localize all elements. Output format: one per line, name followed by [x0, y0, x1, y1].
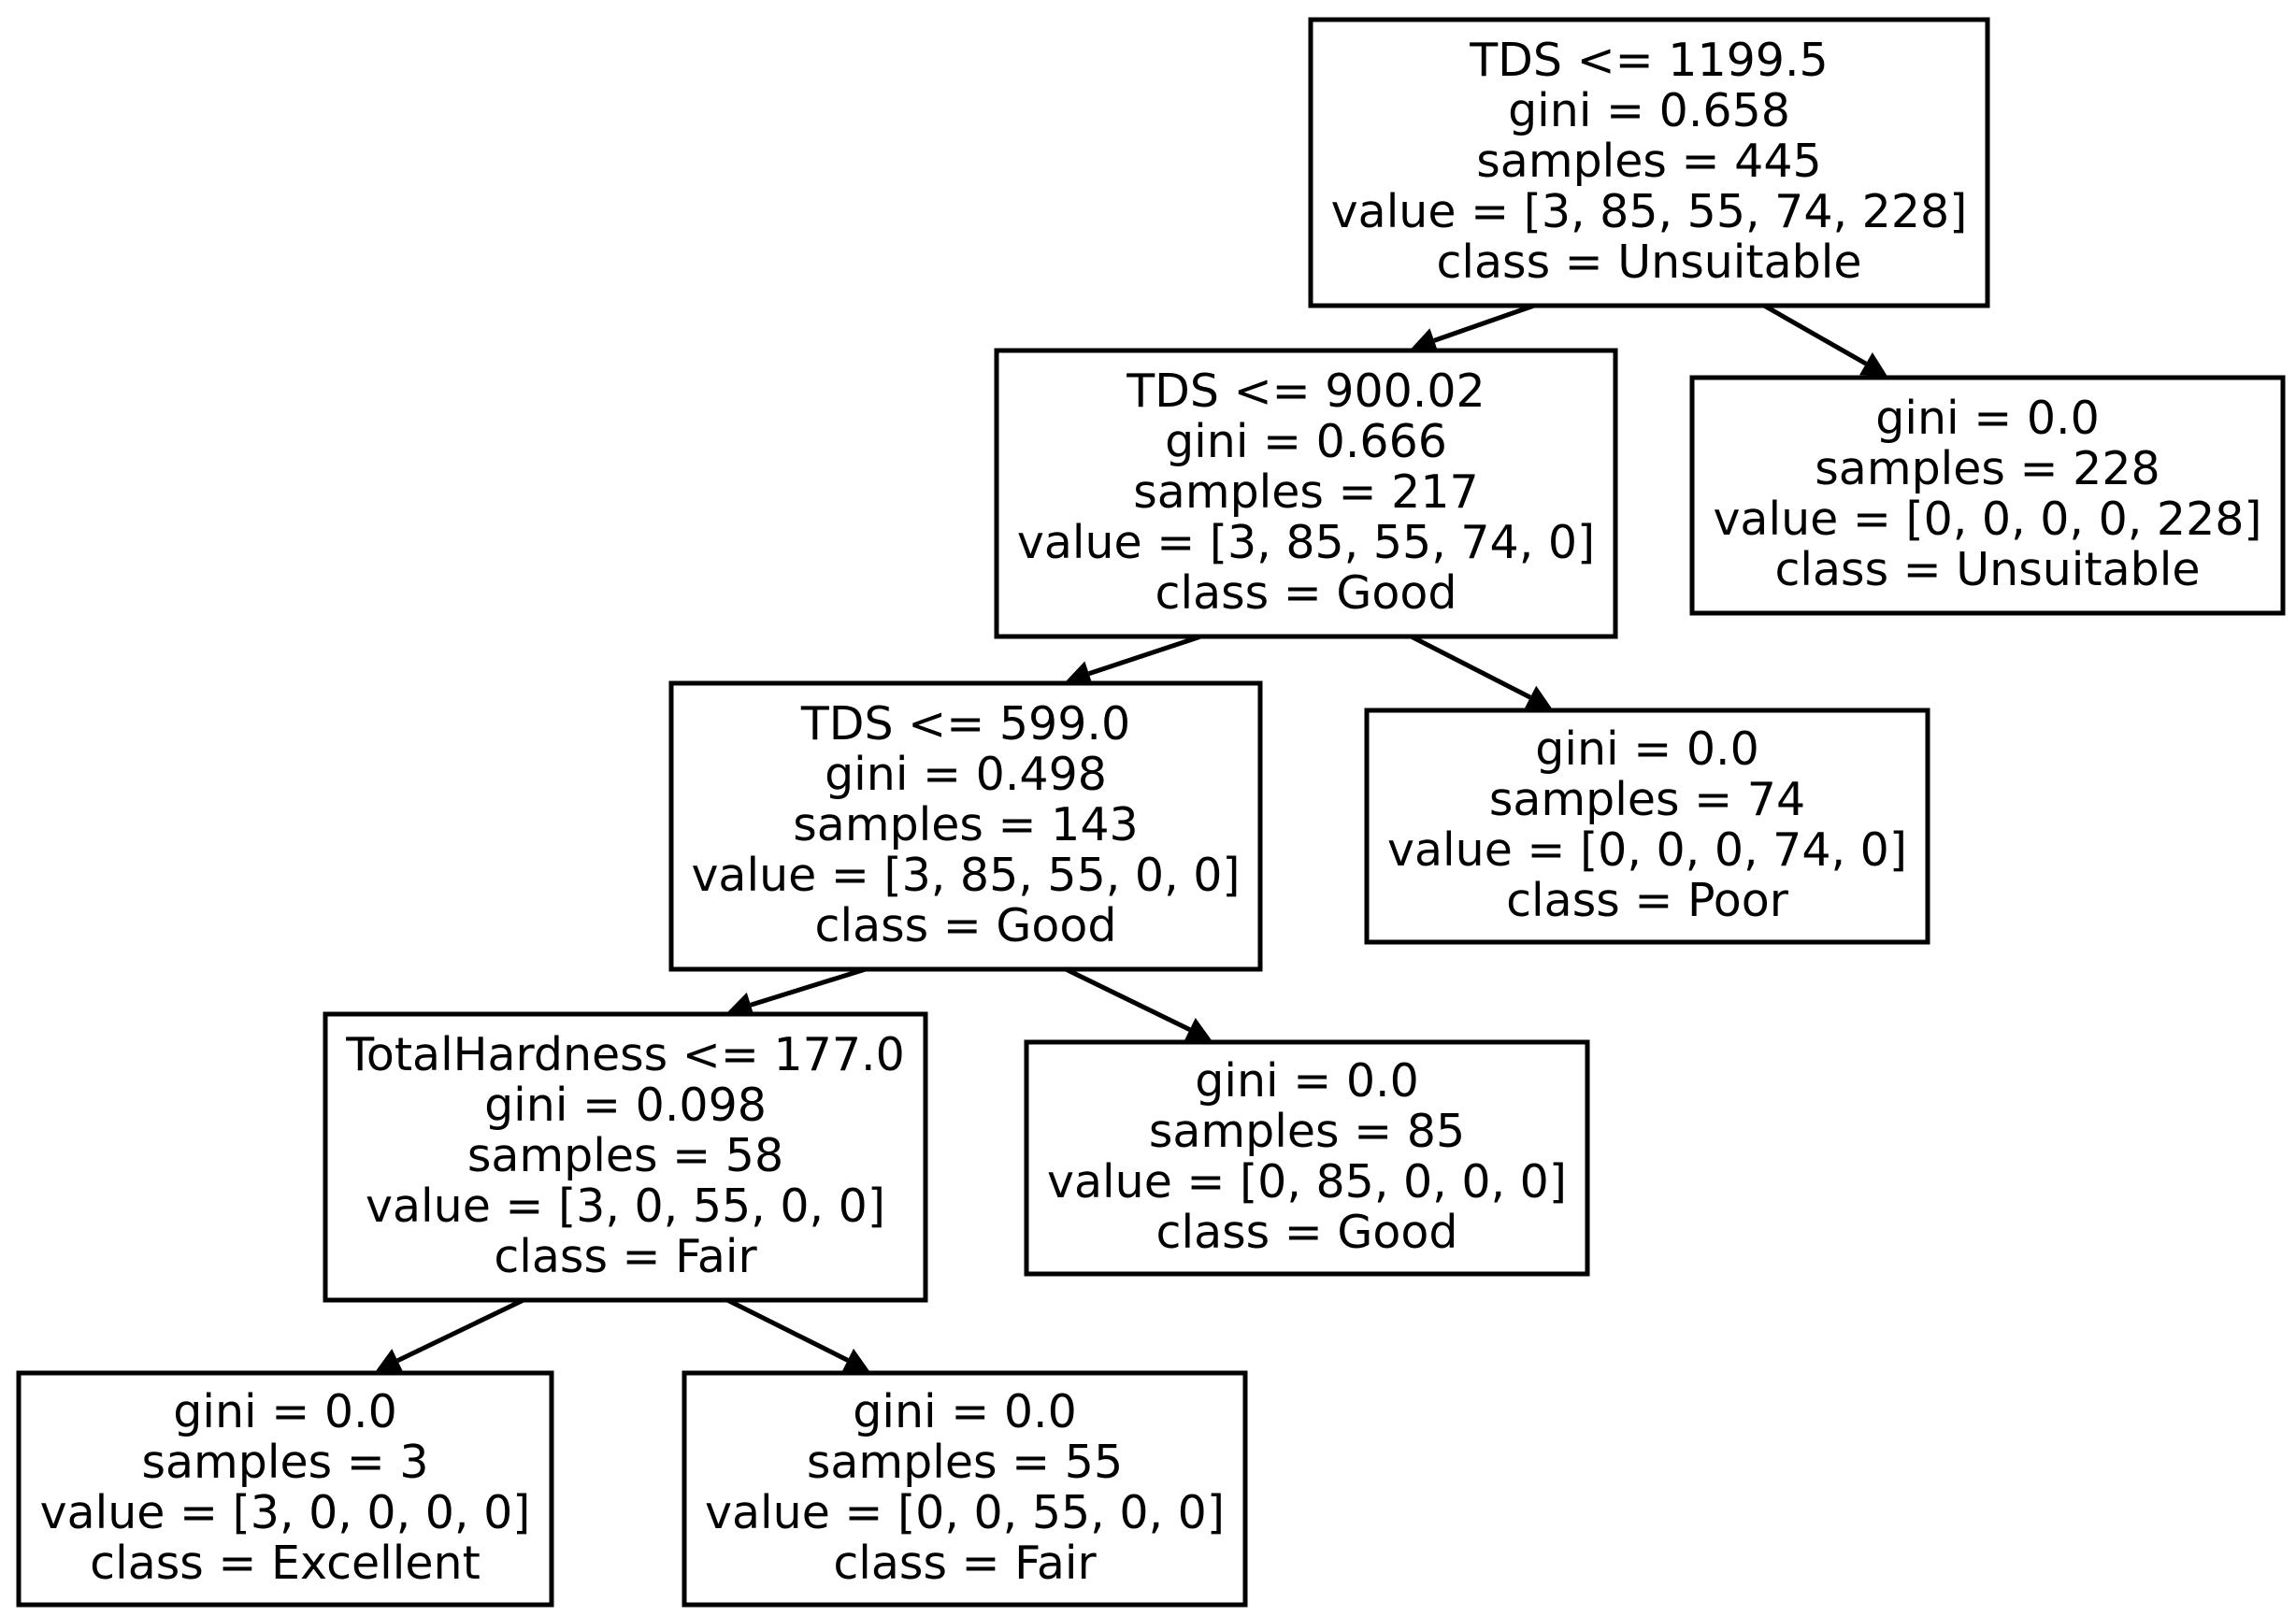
- node-line: class = Excellent: [90, 1537, 481, 1590]
- edge-n5-n7: [375, 1297, 524, 1373]
- node-line: samples = 217: [1133, 465, 1478, 519]
- edge-line: [1410, 634, 1531, 700]
- node-box: [682, 1370, 1248, 1608]
- node-box: [1308, 17, 1990, 308]
- node-line: samples = 74: [1489, 773, 1805, 826]
- node-box: [1364, 708, 1930, 945]
- edge-n3-n6: [1065, 966, 1212, 1042]
- node-line: samples = 228: [1815, 442, 2160, 495]
- node-line: samples = 55: [807, 1436, 1123, 1489]
- node-line: gini = 0.666: [1165, 415, 1447, 468]
- node-line: class = Fair: [494, 1230, 757, 1283]
- arrowhead: [1411, 328, 1439, 353]
- edge-line: [1065, 966, 1191, 1032]
- arrowhead: [1524, 685, 1552, 709]
- node-box: [994, 348, 1618, 639]
- node-line: class = Good: [1155, 566, 1457, 620]
- node-box: [323, 1011, 928, 1303]
- node-line: value = [0, 0, 0, 0, 228]: [1713, 493, 2261, 546]
- edge-line: [726, 1297, 849, 1363]
- edge-line: [1433, 303, 1535, 343]
- node-line: samples = 445: [1476, 135, 1821, 188]
- node-line: gini = 0.0: [173, 1385, 397, 1438]
- node-line: TDS <= 599.0: [800, 697, 1130, 751]
- node-line: gini = 0.098: [484, 1079, 767, 1132]
- edge-root-n2: [1762, 303, 1887, 376]
- node-line: TDS <= 900.02: [1126, 365, 1485, 418]
- node-line: class = Good: [815, 899, 1117, 952]
- node-line: gini = 0.498: [825, 748, 1107, 801]
- node-box: [16, 1370, 554, 1608]
- arrowhead: [1066, 661, 1094, 687]
- arrowhead: [841, 1348, 869, 1372]
- node-line: gini = 0.658: [1508, 84, 1790, 137]
- edge-root-n1: [1411, 303, 1535, 353]
- edge-n3-n5: [727, 966, 867, 1018]
- node-line: class = Unsuitable: [1774, 543, 2200, 596]
- node-box: [668, 680, 1263, 972]
- edge-line: [1762, 303, 1868, 366]
- node-line: value = [3, 0, 55, 0, 0]: [366, 1180, 885, 1233]
- node-line: samples = 3: [141, 1436, 428, 1489]
- node-line: class = Fair: [833, 1537, 1097, 1590]
- edge-line: [750, 966, 867, 1008]
- edge-n1-n3: [1066, 634, 1202, 687]
- node-line: class = Good: [1156, 1206, 1458, 1259]
- node-line: value = [0, 0, 0, 74, 0]: [1387, 823, 1907, 877]
- node-line: value = [3, 85, 55, 0, 0]: [691, 849, 1240, 902]
- node-line: samples = 143: [793, 798, 1138, 851]
- node-line: value = [3, 85, 55, 74, 228]: [1331, 185, 1968, 238]
- node-line: value = [0, 85, 0, 0, 0]: [1047, 1155, 1567, 1208]
- arrowhead: [1859, 351, 1887, 376]
- node-line: gini = 0.0: [1195, 1054, 1419, 1108]
- edge-line: [396, 1297, 524, 1363]
- node-box: [1689, 375, 2286, 616]
- node-line: gini = 0.0: [1535, 722, 1759, 776]
- edge-n5-n8: [726, 1297, 869, 1372]
- edge-n1-n4: [1410, 634, 1552, 709]
- node-box: [1024, 1039, 1590, 1277]
- node-line: value = [3, 0, 0, 0, 0]: [40, 1486, 531, 1539]
- node-line: TDS <= 1199.5: [1469, 34, 1828, 87]
- edges-layer: [375, 303, 1887, 1373]
- edge-line: [1087, 634, 1202, 677]
- arrowhead: [375, 1349, 404, 1373]
- node-line: TotalHardness <= 177.0: [345, 1028, 905, 1081]
- node-line: gini = 0.0: [1875, 392, 2100, 445]
- node-line: value = [0, 0, 55, 0, 0]: [705, 1486, 1225, 1539]
- node-line: gini = 0.0: [853, 1385, 1077, 1438]
- node-line: class = Poor: [1506, 874, 1789, 927]
- node-line: samples = 85: [1149, 1105, 1465, 1158]
- arrowhead: [727, 992, 755, 1018]
- node-line: class = Unsuitable: [1436, 236, 1861, 289]
- node-line: value = [3, 85, 55, 74, 0]: [1017, 516, 1595, 569]
- node-line: samples = 58: [467, 1129, 783, 1182]
- arrowhead: [1184, 1018, 1212, 1042]
